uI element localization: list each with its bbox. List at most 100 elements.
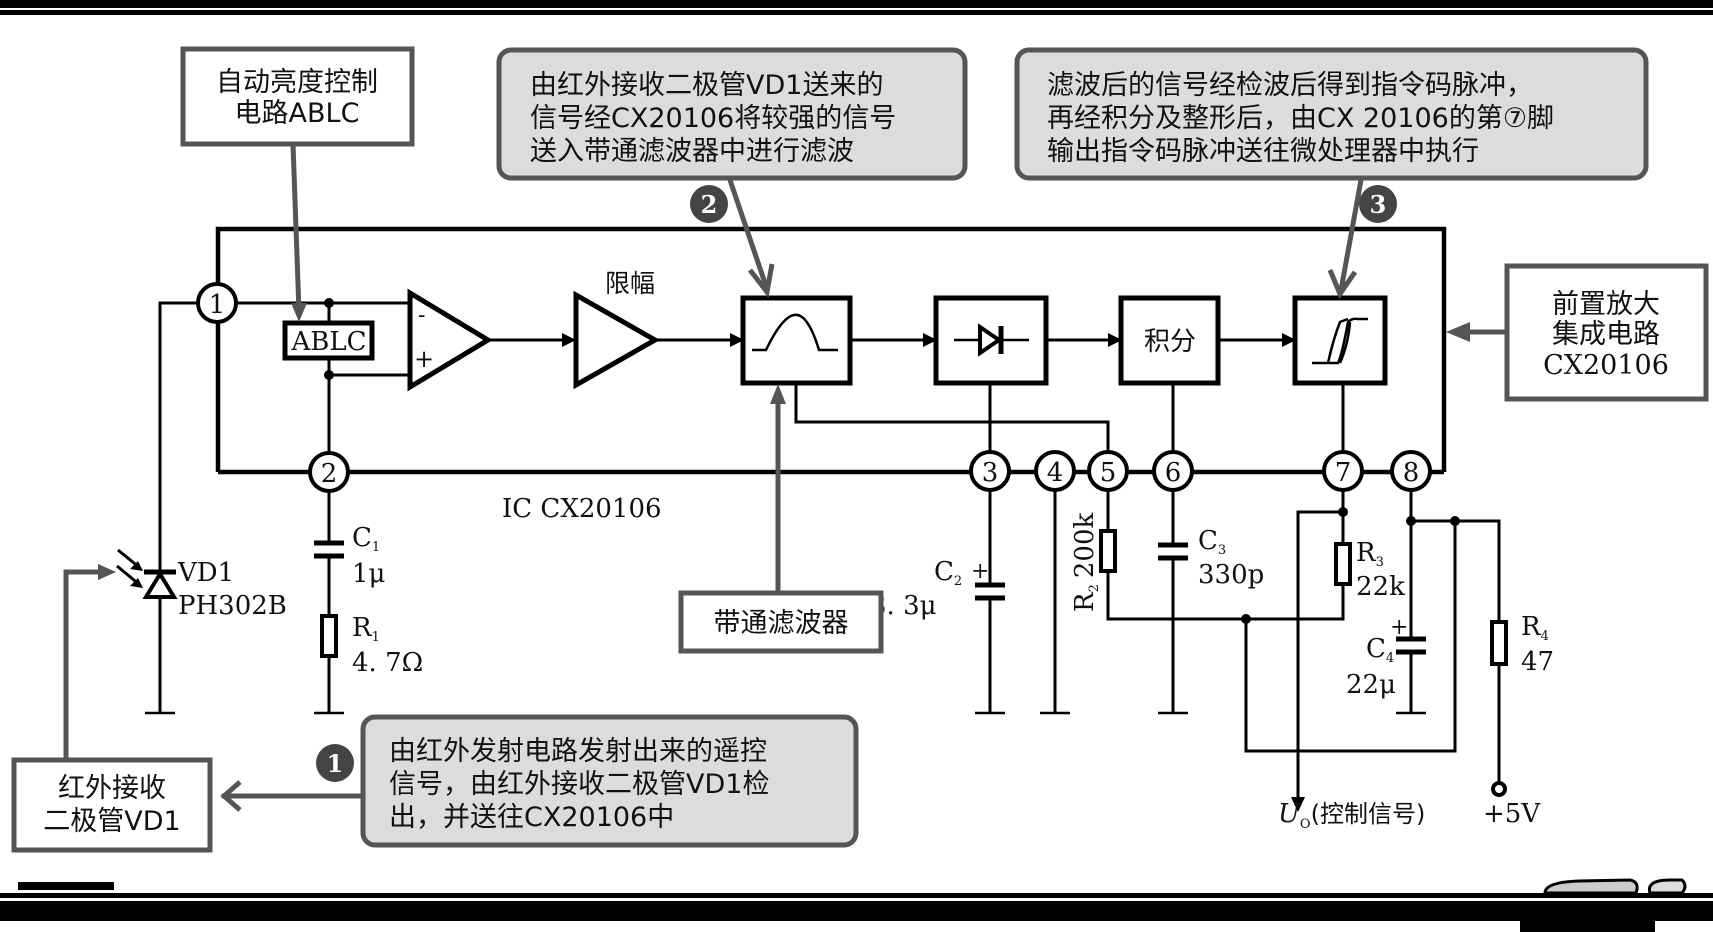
c1-value: 1μ <box>352 559 385 589</box>
receiver-note-line-2: 二极管VD1 <box>43 806 180 837</box>
arrow-head <box>923 333 937 347</box>
callout-2-arrow-icon <box>748 263 775 298</box>
callout-3-badge <box>1359 185 1397 223</box>
c4-name: C4 <box>1366 634 1394 666</box>
supply-label: +5V <box>1483 799 1541 829</box>
limiter-label: 限幅 <box>605 269 655 298</box>
callout-3-number: 3 <box>1370 190 1387 219</box>
callout-3-line-3: 输出指令码脉冲送往微处理器中执行 <box>1047 136 1479 167</box>
vd1-model: PH302B <box>178 591 287 621</box>
callout-1-arrow-icon <box>220 780 242 812</box>
r4-value: 47 <box>1521 647 1554 677</box>
receiver-note-box <box>11 757 213 853</box>
resistor-r1 <box>320 614 338 658</box>
ablc-block-label: ABLC <box>290 327 366 357</box>
bottom-border-bar <box>0 901 1713 921</box>
output-arrow-icon <box>1291 797 1305 812</box>
callout-2-box <box>496 47 968 181</box>
c1-name: C1 <box>352 523 380 555</box>
top-border-line <box>0 10 1713 15</box>
resistor-r4 <box>1490 620 1508 666</box>
bottom-left-mark <box>18 882 114 890</box>
callout-3-line-2: 再经积分及整形后，由CX 20106的第⑦脚 <box>1047 103 1554 134</box>
photodiode-vd1 <box>116 548 178 599</box>
callout-3-arrow-icon <box>1327 269 1358 300</box>
junction-dot <box>324 370 334 380</box>
r2-label: R2200k <box>1070 513 1102 612</box>
wire-supply-r4 <box>1411 519 1501 622</box>
receiver-note-line-1: 红外接收 <box>58 773 166 804</box>
capacitor-c1 <box>314 540 344 559</box>
callout-1-line-1: 由红外发射电路发射出来的遥控 <box>389 736 767 767</box>
capacitor-c4 <box>1396 636 1426 655</box>
pin-1: 1 <box>196 282 238 324</box>
wire-return-supply <box>1244 521 1457 753</box>
callout-2-number: 2 <box>701 190 718 219</box>
pin-2: 2 <box>308 451 350 493</box>
pin-6: 6 <box>1152 450 1194 492</box>
r1-name: R1 <box>352 613 380 645</box>
supply-terminal <box>1491 781 1507 797</box>
bandpass-note-label: 带通滤波器 <box>714 608 849 639</box>
arrow-head <box>1282 333 1296 347</box>
resistor-r3 <box>1334 542 1352 586</box>
receiver-pointer-arrow <box>98 564 116 580</box>
opamp-minus-label: - <box>418 303 425 328</box>
integrator-block <box>1118 295 1221 386</box>
wire-output <box>1296 510 1343 800</box>
preamp-note-box <box>1504 263 1709 402</box>
diode-icon <box>954 323 1029 357</box>
bandpass-curve-icon <box>752 313 838 352</box>
arrow-head <box>730 333 744 347</box>
pin-4: 4 <box>1034 450 1076 492</box>
svg-text:3: 3 <box>982 458 999 488</box>
light-arrows-icon <box>116 548 143 588</box>
wire-bandpass-pin5 <box>794 383 1110 452</box>
schmitt-shaper-block <box>1292 295 1388 386</box>
callout-3-box <box>1014 47 1649 181</box>
c2-polarity: + <box>971 559 989 584</box>
resistor-r2 <box>1099 529 1117 573</box>
limiter-amplifier <box>573 290 661 390</box>
svg-text:5: 5 <box>1100 458 1117 488</box>
callout-3-pointer <box>1338 179 1364 291</box>
ic-outline <box>215 226 1447 472</box>
svg-text:1: 1 <box>209 290 226 320</box>
arrow-head <box>562 333 576 347</box>
callout-1-box <box>360 714 859 848</box>
c2-name: C2 <box>934 557 962 589</box>
pin-5: 5 <box>1087 450 1129 492</box>
bandpass-pointer-arrow <box>770 384 786 404</box>
svg-text:8: 8 <box>1403 458 1420 488</box>
callout-1-line-2: 信号，由红外接收二极管VD1检 <box>389 769 769 800</box>
decorative-scroll-icon <box>1543 878 1687 895</box>
callout-2-pointer <box>727 179 769 287</box>
preamp-note-line-3: CX20106 <box>1543 350 1669 381</box>
integrator-label: 积分 <box>1144 327 1196 357</box>
opamp-plus-label: + <box>414 345 434 373</box>
output-label: UO(控制信号) <box>1278 799 1425 832</box>
r1-value: 4. 7Ω <box>352 648 423 678</box>
ablc-note-line-1: 自动亮度控制 <box>216 67 378 98</box>
c4-value: 22μ <box>1346 670 1396 700</box>
svg-text:6: 6 <box>1165 458 1182 488</box>
r3-value: 22k <box>1356 572 1405 602</box>
callout-1-badge <box>316 744 354 782</box>
capacitor-c3 <box>1158 542 1188 561</box>
callout-2-line-1: 由红外接收二极管VD1送来的 <box>530 70 883 101</box>
callout-3-line-1: 滤波后的信号经检波后得到指令码脉冲， <box>1047 70 1533 101</box>
top-border-bar <box>0 0 1713 8</box>
bandpass-filter-block <box>740 295 853 386</box>
arrow-head <box>1108 333 1122 347</box>
preamp-pointer-arrow <box>1446 322 1470 342</box>
vd1-name: VD1 <box>177 558 234 588</box>
bottom-border-line <box>0 893 1713 898</box>
callout-2-line-3: 送入带通滤波器中进行滤波 <box>530 136 854 167</box>
ablc-block <box>282 320 375 361</box>
r3-name: R3 <box>1356 538 1384 570</box>
wire-pin1-vd1 <box>158 301 217 712</box>
ablc-note-box <box>180 46 415 147</box>
ablc-note-line-2: 电路ABLC <box>235 98 360 129</box>
c3-name: C3 <box>1198 526 1226 558</box>
receiver-pointer-line <box>63 569 104 760</box>
